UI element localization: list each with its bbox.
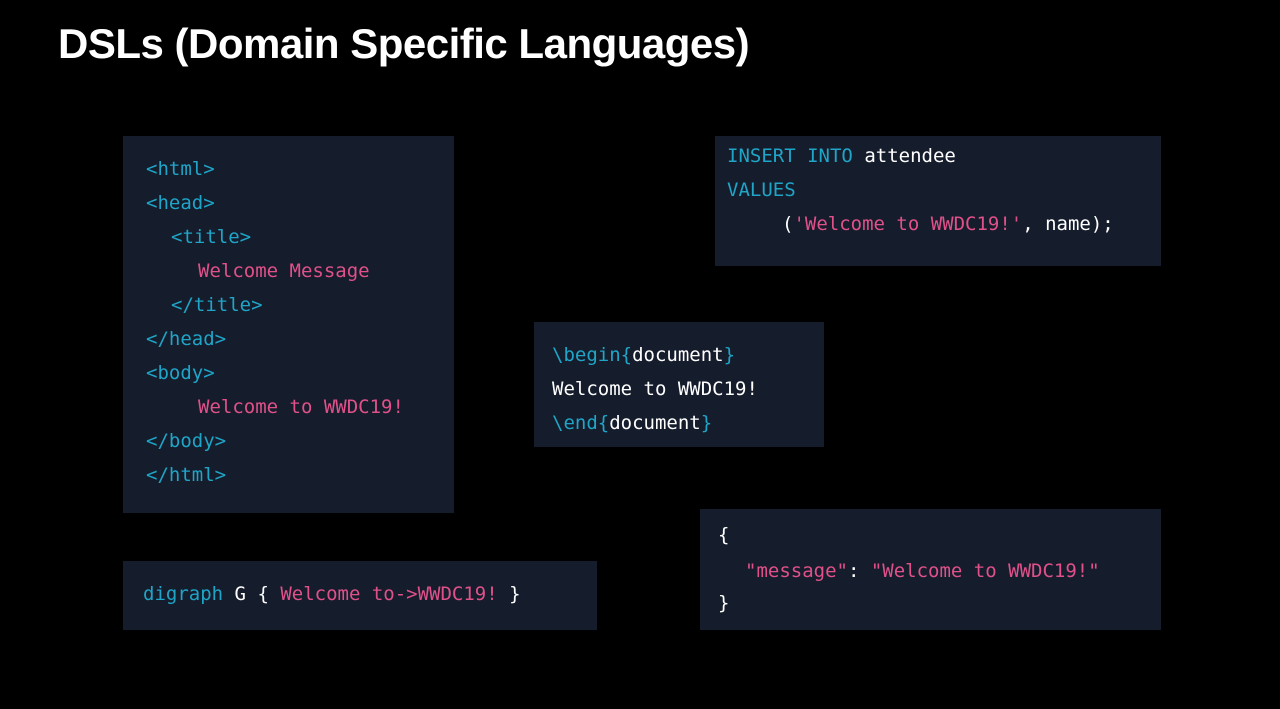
latex-open-brace: { [620,344,633,366]
json-code-panel: { "message": "Welcome to WWDC19!" } [700,509,1161,630]
html-code-line: </html> [146,464,227,486]
latex-begin-command: \begin [552,344,621,366]
latex-code-panel: \begin{document} Welcome to WWDC19! \end… [534,322,824,447]
latex-close-brace: } [723,344,736,366]
dot-digraph-keyword: digraph [143,583,224,605]
html-code-line: Welcome Message [198,260,370,282]
latex-env-name: document [632,344,724,366]
dot-close-brace: } [509,583,521,605]
html-code-line: </head> [146,328,227,350]
html-code-line: <body> [146,362,215,384]
sql-insert-keyword: INSERT [727,145,796,167]
sql-string-literal: 'Welcome to WWDC19!' [793,213,1023,235]
latex-close-brace: } [700,412,713,434]
html-code-line: </title> [171,294,263,316]
sql-code-line: INSERT INTO attendee [727,144,956,168]
json-close-brace: } [718,592,730,614]
html-code-line: <head> [146,192,215,214]
dot-code-line: digraph G { Welcome to->WWDC19! } [143,582,521,606]
latex-code-line: \end{document} [552,411,712,435]
sql-values-keyword: VALUES [727,179,796,201]
sql-open-paren: ( [782,213,794,235]
html-code-line: </body> [146,430,227,452]
latex-open-brace: { [597,412,610,434]
latex-env-name: document [609,412,701,434]
sql-code-line: ('Welcome to WWDC19!', name); [782,212,1114,236]
sql-table-name: attendee [864,145,956,167]
html-code-line: <html> [146,158,215,180]
sql-into-keyword: INTO [807,145,853,167]
html-code-line: <title> [171,226,252,248]
json-open-brace: { [718,524,730,546]
latex-body-text: Welcome to WWDC19! [552,378,758,400]
latex-end-command: \end [552,412,598,434]
json-key: "message" [745,560,848,582]
sql-rest: , name); [1022,213,1114,235]
latex-code-line: \begin{document} [552,343,735,367]
json-colon: : [847,560,860,582]
dot-edge: Welcome to->WWDC19! [280,583,498,605]
dot-graph-name: G [234,583,246,605]
dot-code-panel: digraph G { Welcome to->WWDC19! } [123,561,597,630]
dot-open-brace: { [257,583,269,605]
sql-code-panel: INSERT INTO attendee VALUES ('Welcome to… [715,136,1161,266]
html-code-panel: <html> <head> <title> Welcome Message </… [123,136,454,513]
html-code-line: Welcome to WWDC19! [198,396,404,418]
json-code-line: "message": "Welcome to WWDC19!" [745,559,1100,583]
slide-title: DSLs (Domain Specific Languages) [58,20,750,67]
json-value: "Welcome to WWDC19!" [870,560,1100,582]
